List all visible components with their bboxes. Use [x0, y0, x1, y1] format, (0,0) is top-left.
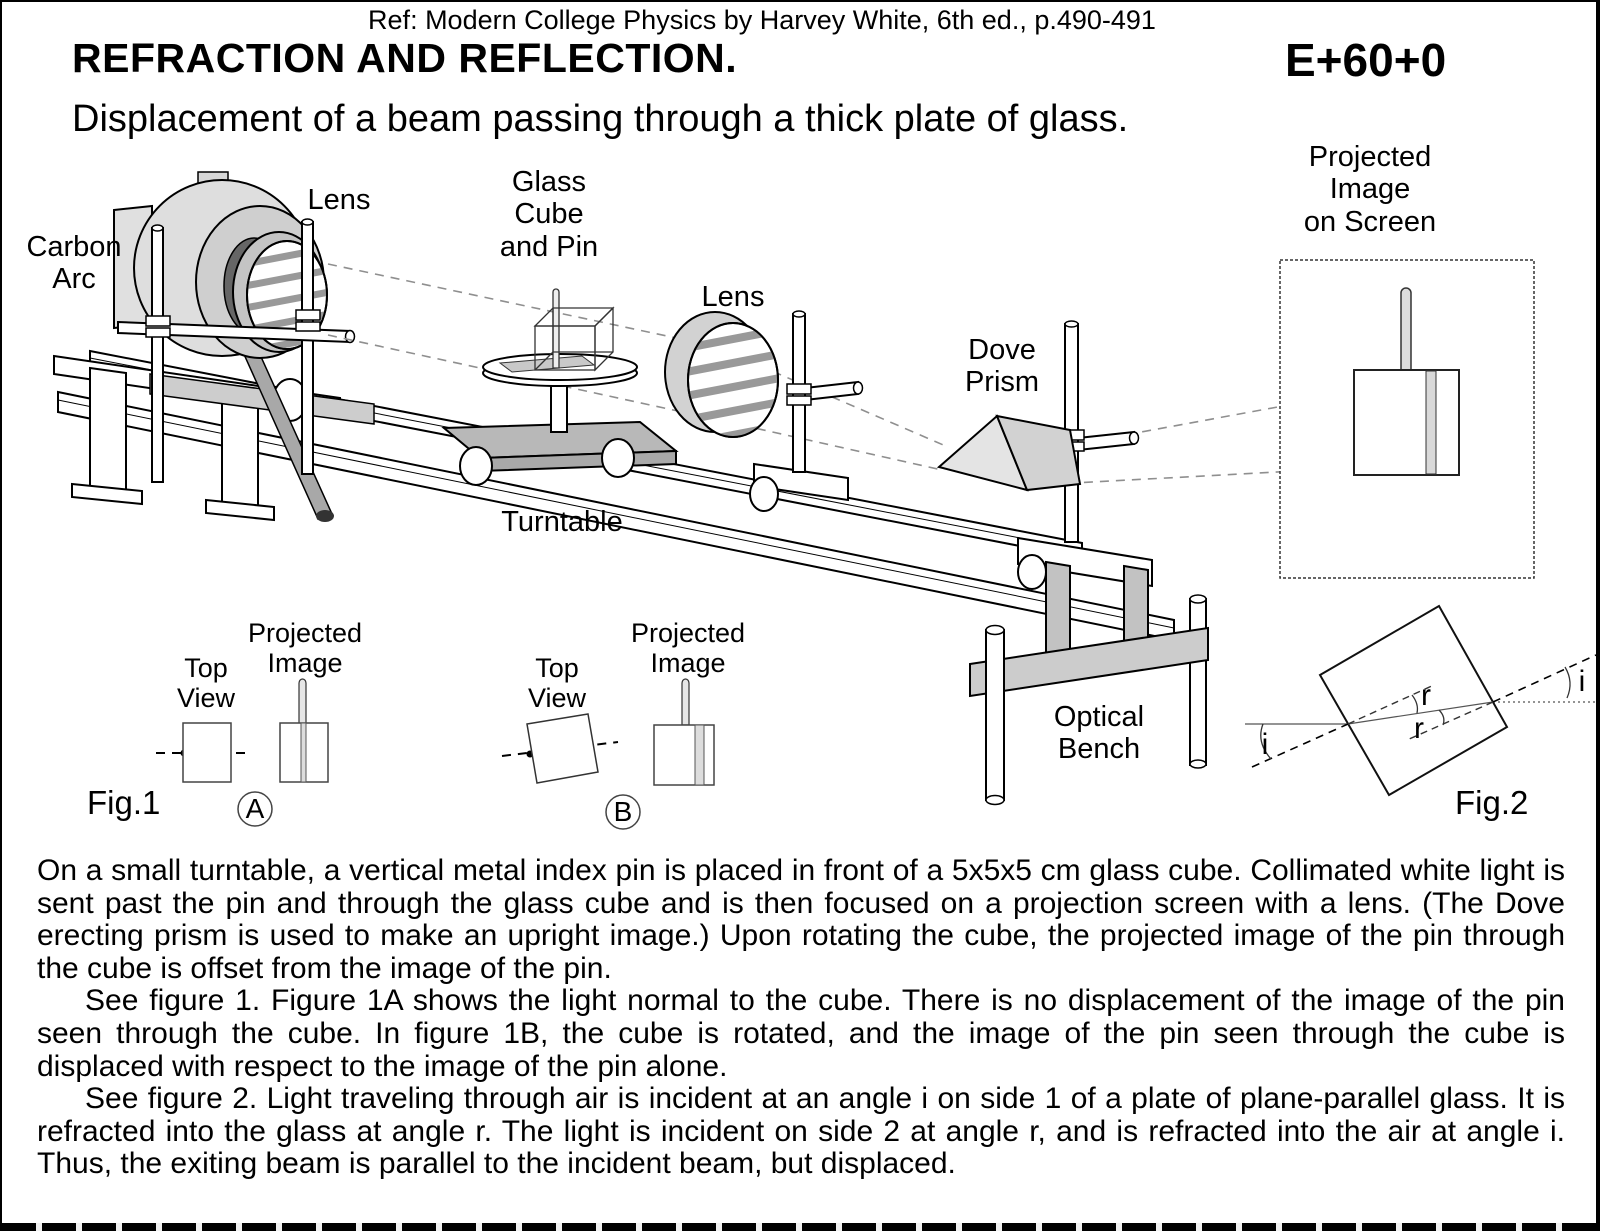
- label-dove-prism: Dove Prism: [964, 334, 1040, 399]
- index-pin: [552, 288, 560, 369]
- label-projected-image-on-screen: Projected Image on Screen: [1303, 141, 1437, 238]
- fig1b-axis: [501, 741, 619, 757]
- support-beam: [969, 626, 1209, 698]
- screen-cube-image: [1353, 369, 1460, 476]
- fig1b-pin: [681, 678, 690, 726]
- lens2-roller: [749, 476, 779, 512]
- dove-prism: [936, 320, 1153, 590]
- fig1-group-a: [156, 678, 329, 827]
- fig2-angle-i-incident: i: [1261, 728, 1269, 761]
- paragraph-2: See figure 1. Figure 1A shows the light …: [37, 984, 1565, 1083]
- reference-line: Ref: Modern College Physics by Harvey Wh…: [368, 5, 1156, 35]
- fig1a-tag: A: [245, 793, 265, 824]
- bottom-edge-strip: [2, 1223, 1596, 1231]
- fig2-arc-r-top: [1411, 694, 1419, 714]
- fig2-angle-i-exit: i: [1578, 665, 1586, 698]
- fig2-angle-r-top: r: [1421, 679, 1431, 712]
- fig2-arc-i-left: [1260, 723, 1272, 760]
- label-carbon-arc: Carbon Arc: [26, 231, 122, 296]
- paragraph-3: See figure 2. Light traveling through ai…: [37, 1082, 1565, 1181]
- label-turntable: Turntable: [501, 506, 623, 538]
- prism-roller: [1017, 554, 1047, 590]
- fig2-arc-r-bottom: [1438, 709, 1445, 726]
- experiment-code: E+60+0: [1285, 34, 1447, 86]
- fig1-group-b: [501, 678, 715, 830]
- fig2-exit-backtrace: [1406, 701, 1494, 741]
- turntable-assembly: [441, 288, 679, 486]
- fig2-exit-ray: [1492, 654, 1596, 703]
- label-optical-bench: Optical Bench: [1053, 701, 1145, 766]
- fig1b-tag-circle: [605, 794, 641, 830]
- fig2-undeviated-ray: [1347, 684, 1435, 725]
- fig2-caption: Fig.2: [1455, 784, 1529, 821]
- fig1-caption: Fig.1: [87, 784, 161, 821]
- turntable-roller-left: [459, 446, 493, 486]
- fig1a-pin: [298, 678, 307, 725]
- lamp-rod-left: [151, 227, 164, 483]
- lens2-base: [753, 462, 849, 502]
- fig1b-cube-top-view-rotated: [526, 713, 599, 784]
- fig1b-displaced-pin-line: [694, 724, 705, 786]
- screen-pin-image: [1400, 287, 1412, 375]
- fig2-incident-ray: [1251, 723, 1349, 768]
- fig2-angle-r-bottom: r: [1414, 712, 1424, 745]
- turntable-roller-right: [601, 438, 635, 478]
- carbon-arc-lamp: [113, 171, 375, 522]
- paragraph-1: On a small turntable, a vertical metal i…: [37, 854, 1565, 985]
- support-leg-right: [1189, 598, 1207, 766]
- fig1a-pin-line: [300, 722, 307, 783]
- label-fig1b-projected-image: Projected Image: [630, 618, 746, 679]
- label-lens-1: Lens: [307, 184, 371, 216]
- fig1a-cube-top-view: [182, 722, 232, 783]
- support-leg-left: [985, 629, 1005, 801]
- page-subtitle: Displacement of a beam passing through a…: [72, 98, 1129, 140]
- projection-screen: [1279, 259, 1535, 579]
- lens-2: [664, 310, 864, 512]
- prism-side-face: [995, 414, 1082, 492]
- fig2-plate-diagram: [1245, 604, 1596, 797]
- label-fig1a-projected-image: Projected Image: [247, 618, 363, 679]
- fig2-glass-plate: [1318, 604, 1509, 797]
- fig1b-tag: B: [613, 796, 633, 827]
- fig2-arc-i-right: [1564, 666, 1571, 699]
- glass-cube: [533, 306, 615, 372]
- label-lens-2: Lens: [701, 281, 765, 313]
- screen-displaced-line: [1425, 370, 1437, 475]
- fig1b-projected-cube: [653, 724, 715, 786]
- bench-right-support: [969, 560, 1209, 806]
- body-text: On a small turntable, a vertical metal i…: [37, 854, 1565, 1181]
- fig2-refracted-ray: [1347, 701, 1494, 725]
- page-title: REFRACTION AND REFLECTION.: [72, 35, 738, 81]
- label-fig1b-top-view: Top View: [527, 653, 587, 714]
- prism-cart: [1017, 536, 1153, 588]
- fig1a-tag-circle: [237, 791, 273, 827]
- label-fig1a-top-view: Top View: [176, 653, 236, 714]
- label-glass-cube-and-pin: Glass Cube and Pin: [499, 166, 599, 263]
- lens1-rod: [301, 221, 314, 475]
